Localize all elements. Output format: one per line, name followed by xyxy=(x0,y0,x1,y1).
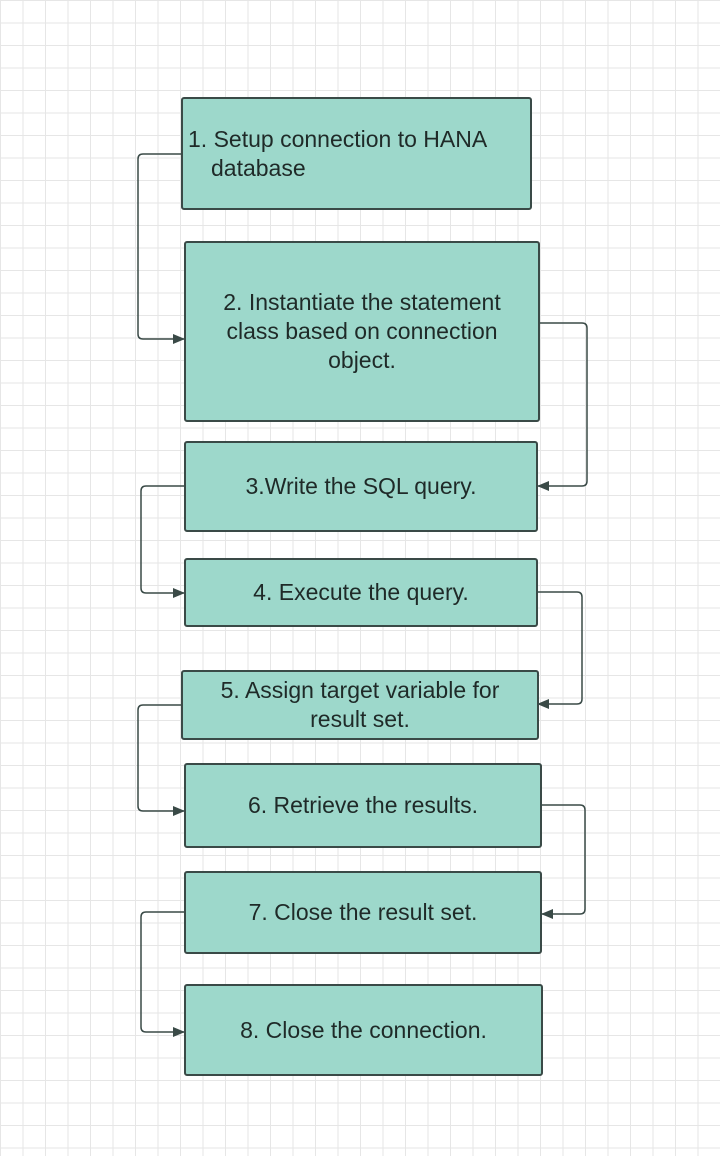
step-7-box[interactable]: 7. Close the result set. xyxy=(184,871,542,954)
connector-4-to-5 xyxy=(537,591,583,709)
step-2-label: 2. Instantiate the statement class based… xyxy=(223,289,501,373)
connector-7-to-8 xyxy=(140,911,185,1037)
step-5-label: 5. Assign target variable for result set… xyxy=(220,677,500,732)
step-5-box[interactable]: 5. Assign target variable for result set… xyxy=(181,670,539,740)
step-1-label: 1. Setup connection to HANA database xyxy=(188,125,486,181)
step-1-box[interactable]: 1. Setup connection to HANA database xyxy=(181,97,532,210)
step-6-label: 6. Retrieve the results. xyxy=(247,792,479,818)
step-8-label: 8. Close the connection. xyxy=(240,1016,487,1043)
connector-5-to-6 xyxy=(137,704,185,816)
step-2-box[interactable]: 2. Instantiate the statement class based… xyxy=(184,241,540,422)
connector-3-to-4 xyxy=(140,485,185,598)
step-7-label: 7. Close the result set. xyxy=(248,899,478,925)
step-4-label: 4. Execute the query. xyxy=(253,579,469,605)
step-3-box[interactable]: 3.Write the SQL query. xyxy=(184,441,538,532)
step-4-box[interactable]: 4. Execute the query. xyxy=(184,558,538,627)
step-6-box[interactable]: 6. Retrieve the results. xyxy=(184,763,542,848)
connector-2-to-3 xyxy=(537,322,588,491)
connector-1-to-2 xyxy=(137,153,185,344)
step-8-box[interactable]: 8. Close the connection. xyxy=(184,984,543,1076)
connector-6-to-7 xyxy=(541,804,586,919)
step-3-label: 3.Write the SQL query. xyxy=(245,473,477,499)
